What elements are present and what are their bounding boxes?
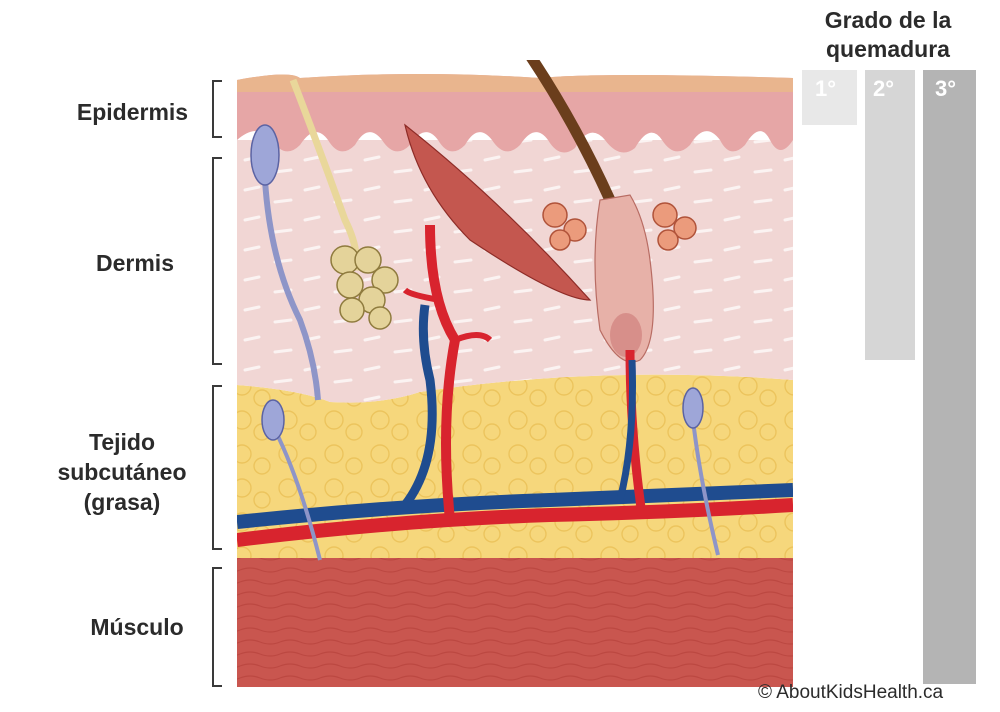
nerve-ending-right — [682, 387, 704, 429]
second-degree-bar — [865, 70, 915, 360]
subcutaneous-label: Tejido subcutáneo (grasa) — [57, 429, 187, 515]
nerve-ending-lower-left — [261, 399, 285, 441]
epidermis-bracket — [212, 80, 222, 138]
nerve-ending-left — [250, 124, 280, 186]
nerve-lower-left — [273, 429, 322, 561]
first-degree-bar — [802, 70, 857, 125]
nerve-left — [262, 179, 321, 401]
third-degree-bar — [923, 70, 976, 684]
vein-branch-right — [616, 359, 636, 501]
sweat-gland-coil — [330, 245, 399, 330]
sebaceous-gland-right — [652, 202, 697, 251]
vein-branch-left — [401, 304, 437, 508]
artery-branch-left — [425, 224, 461, 521]
legend-title: Grado de la quemadura — [824, 7, 952, 62]
epidermis-label: Epidermis — [76, 99, 189, 125]
second-degree-label: 2° — [873, 76, 895, 101]
dermis-label: Dermis — [96, 250, 174, 276]
muscle-label: Músculo — [90, 614, 184, 640]
subcutaneous-bracket — [212, 385, 222, 550]
nerve-right — [691, 419, 720, 556]
third-degree-label: 3° — [935, 76, 957, 101]
hair-bulb — [610, 313, 642, 357]
arrector-pili-muscle — [404, 123, 592, 301]
copyright-credit: © AboutKidsHealth.ca — [758, 682, 944, 703]
vein-main — [237, 483, 793, 529]
hair-follicle — [594, 194, 654, 363]
dermis-bracket — [212, 157, 222, 365]
epidermis-layer — [237, 74, 793, 153]
first-degree-label: 1° — [815, 76, 837, 101]
artery-main — [237, 498, 793, 547]
muscle-bracket — [212, 567, 222, 687]
sebaceous-gland-left — [542, 202, 587, 251]
